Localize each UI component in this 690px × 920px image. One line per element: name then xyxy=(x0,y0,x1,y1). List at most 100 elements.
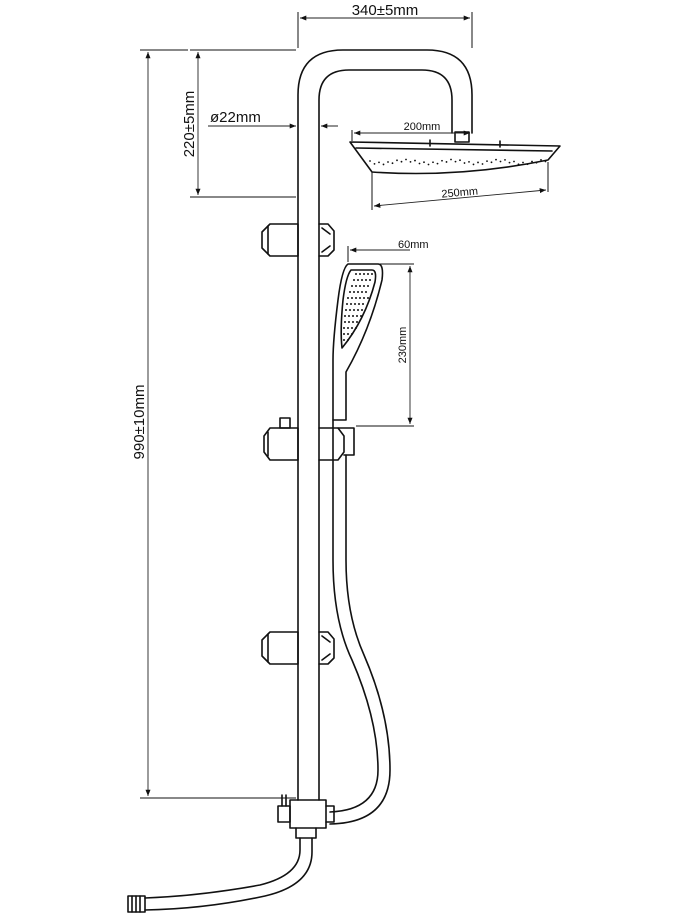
nozzle-dot xyxy=(450,158,452,161)
diverter-valve-icon xyxy=(277,794,335,839)
hand-nozzle-dot xyxy=(357,291,359,293)
dim-arm-drop: 220±5mm xyxy=(181,49,296,198)
hand-nozzle-dot xyxy=(353,291,355,293)
hand-nozzle-dot xyxy=(367,297,369,299)
flexible-hose-icon xyxy=(329,419,391,825)
hand-nozzle-dot xyxy=(347,327,349,329)
hand-nozzle-dot xyxy=(361,309,363,311)
nozzle-dot xyxy=(531,160,533,163)
dim-hand-shower-length: 230mm xyxy=(356,263,414,427)
hand-nozzle-dot xyxy=(369,279,371,281)
hand-nozzle-dot xyxy=(347,339,349,341)
hand-nozzle-dot xyxy=(348,315,350,317)
hand-nozzle-dot xyxy=(363,285,365,287)
label-overall-width: 340±5mm xyxy=(352,2,419,19)
supply-hose-icon xyxy=(127,837,313,913)
hand-nozzle-dot xyxy=(349,309,351,311)
dim-head-bottom-width: 250mm xyxy=(371,162,549,210)
nozzle-dot xyxy=(486,160,488,163)
hand-nozzle-dot xyxy=(358,303,360,305)
nozzle-dot xyxy=(409,160,412,163)
hand-nozzle-dot xyxy=(343,327,345,329)
hand-nozzle-dot xyxy=(356,315,358,317)
dim-pipe-diameter: ø22mm xyxy=(208,109,338,129)
nozzle-dot xyxy=(459,159,461,162)
hand-nozzle-dot xyxy=(352,315,354,317)
nozzle-dot xyxy=(504,158,506,161)
sliding-holder-icon xyxy=(263,417,355,461)
hand-nozzle-dot xyxy=(365,279,367,281)
label-hand-shower-width: 60mm xyxy=(398,239,429,251)
hand-nozzle-dot xyxy=(371,273,373,275)
nozzle-dot xyxy=(373,162,376,165)
hand-nozzle-dot xyxy=(351,285,353,287)
nozzle-dot xyxy=(382,163,385,166)
nozzle-dot xyxy=(472,163,475,166)
hand-nozzle-dot xyxy=(352,321,354,323)
nozzle-dot xyxy=(387,161,389,163)
hand-nozzle-dot xyxy=(343,333,345,335)
nozzle-dot xyxy=(418,162,421,165)
nozzle-dot xyxy=(414,159,416,162)
nozzle-dot xyxy=(513,160,515,163)
hand-nozzle-dot xyxy=(350,303,352,305)
hand-nozzle-dot xyxy=(351,327,353,329)
upper-bracket-icon xyxy=(261,223,335,257)
hand-nozzle-dot xyxy=(355,273,357,275)
hand-nozzle-dot xyxy=(353,309,355,311)
hand-nozzle-dot xyxy=(361,291,363,293)
nozzle-dot xyxy=(391,162,394,165)
hand-nozzle-dot xyxy=(355,285,357,287)
dim-overall-height: 990±10mm xyxy=(131,49,296,799)
label-overall-height: 990±10mm xyxy=(131,385,148,460)
nozzle-dot xyxy=(400,160,403,163)
nozzle-dot xyxy=(463,162,466,164)
dim-overall-width: 340±5mm xyxy=(297,2,473,48)
nozzle-dot xyxy=(499,160,502,163)
hand-nozzle-dot xyxy=(361,279,363,281)
hand-nozzle-dot xyxy=(357,279,359,281)
hand-nozzle-dot xyxy=(354,303,356,305)
label-head-top-width: 200mm xyxy=(404,121,441,133)
nozzle-dot xyxy=(454,160,457,163)
hand-nozzle-dot xyxy=(355,327,357,329)
hand-nozzle-dot xyxy=(344,321,346,323)
nozzle-dot xyxy=(490,161,493,164)
hand-nozzle-dot xyxy=(347,333,349,335)
riser-pipe xyxy=(297,49,473,801)
label-pipe-diameter: ø22mm xyxy=(210,109,261,126)
hand-shower-icon xyxy=(332,263,384,421)
nozzle-dot xyxy=(441,159,443,162)
hand-nozzle-dot xyxy=(351,297,353,299)
hand-nozzle-dot xyxy=(359,273,361,275)
hand-nozzle-dot xyxy=(355,297,357,299)
hand-nozzle-dot xyxy=(347,297,349,299)
hand-nozzle-dot xyxy=(346,303,348,305)
nozzle-dot xyxy=(495,158,497,161)
nozzle-dot xyxy=(405,158,407,161)
lower-bracket-icon xyxy=(261,631,335,665)
nozzle-dot xyxy=(481,163,484,165)
hand-nozzle-dot xyxy=(356,321,358,323)
hand-nozzle-dot xyxy=(345,309,347,311)
nozzle-dot xyxy=(544,160,547,163)
dim-hand-shower-width: 60mm xyxy=(347,239,429,262)
hand-nozzle-dot xyxy=(363,273,365,275)
hand-nozzle-dot xyxy=(357,309,359,311)
hand-nozzle-dot xyxy=(344,315,346,317)
nozzle-dot xyxy=(508,161,511,164)
hand-nozzle-dot xyxy=(367,273,369,275)
nozzle-dot xyxy=(369,160,371,162)
nozzle-dot xyxy=(526,163,529,166)
nozzle-dot xyxy=(468,160,470,163)
nozzle-dot xyxy=(535,161,538,164)
label-hand-shower-length: 230mm xyxy=(397,327,409,364)
hand-nozzle-dot xyxy=(367,285,369,287)
hand-nozzle-dot xyxy=(353,279,355,281)
nozzle-dot xyxy=(436,162,439,165)
hand-nozzle-dot xyxy=(363,297,365,299)
hand-nozzle-dot xyxy=(349,291,351,293)
hand-nozzle-dot xyxy=(359,297,361,299)
nozzle-dot xyxy=(432,161,434,164)
